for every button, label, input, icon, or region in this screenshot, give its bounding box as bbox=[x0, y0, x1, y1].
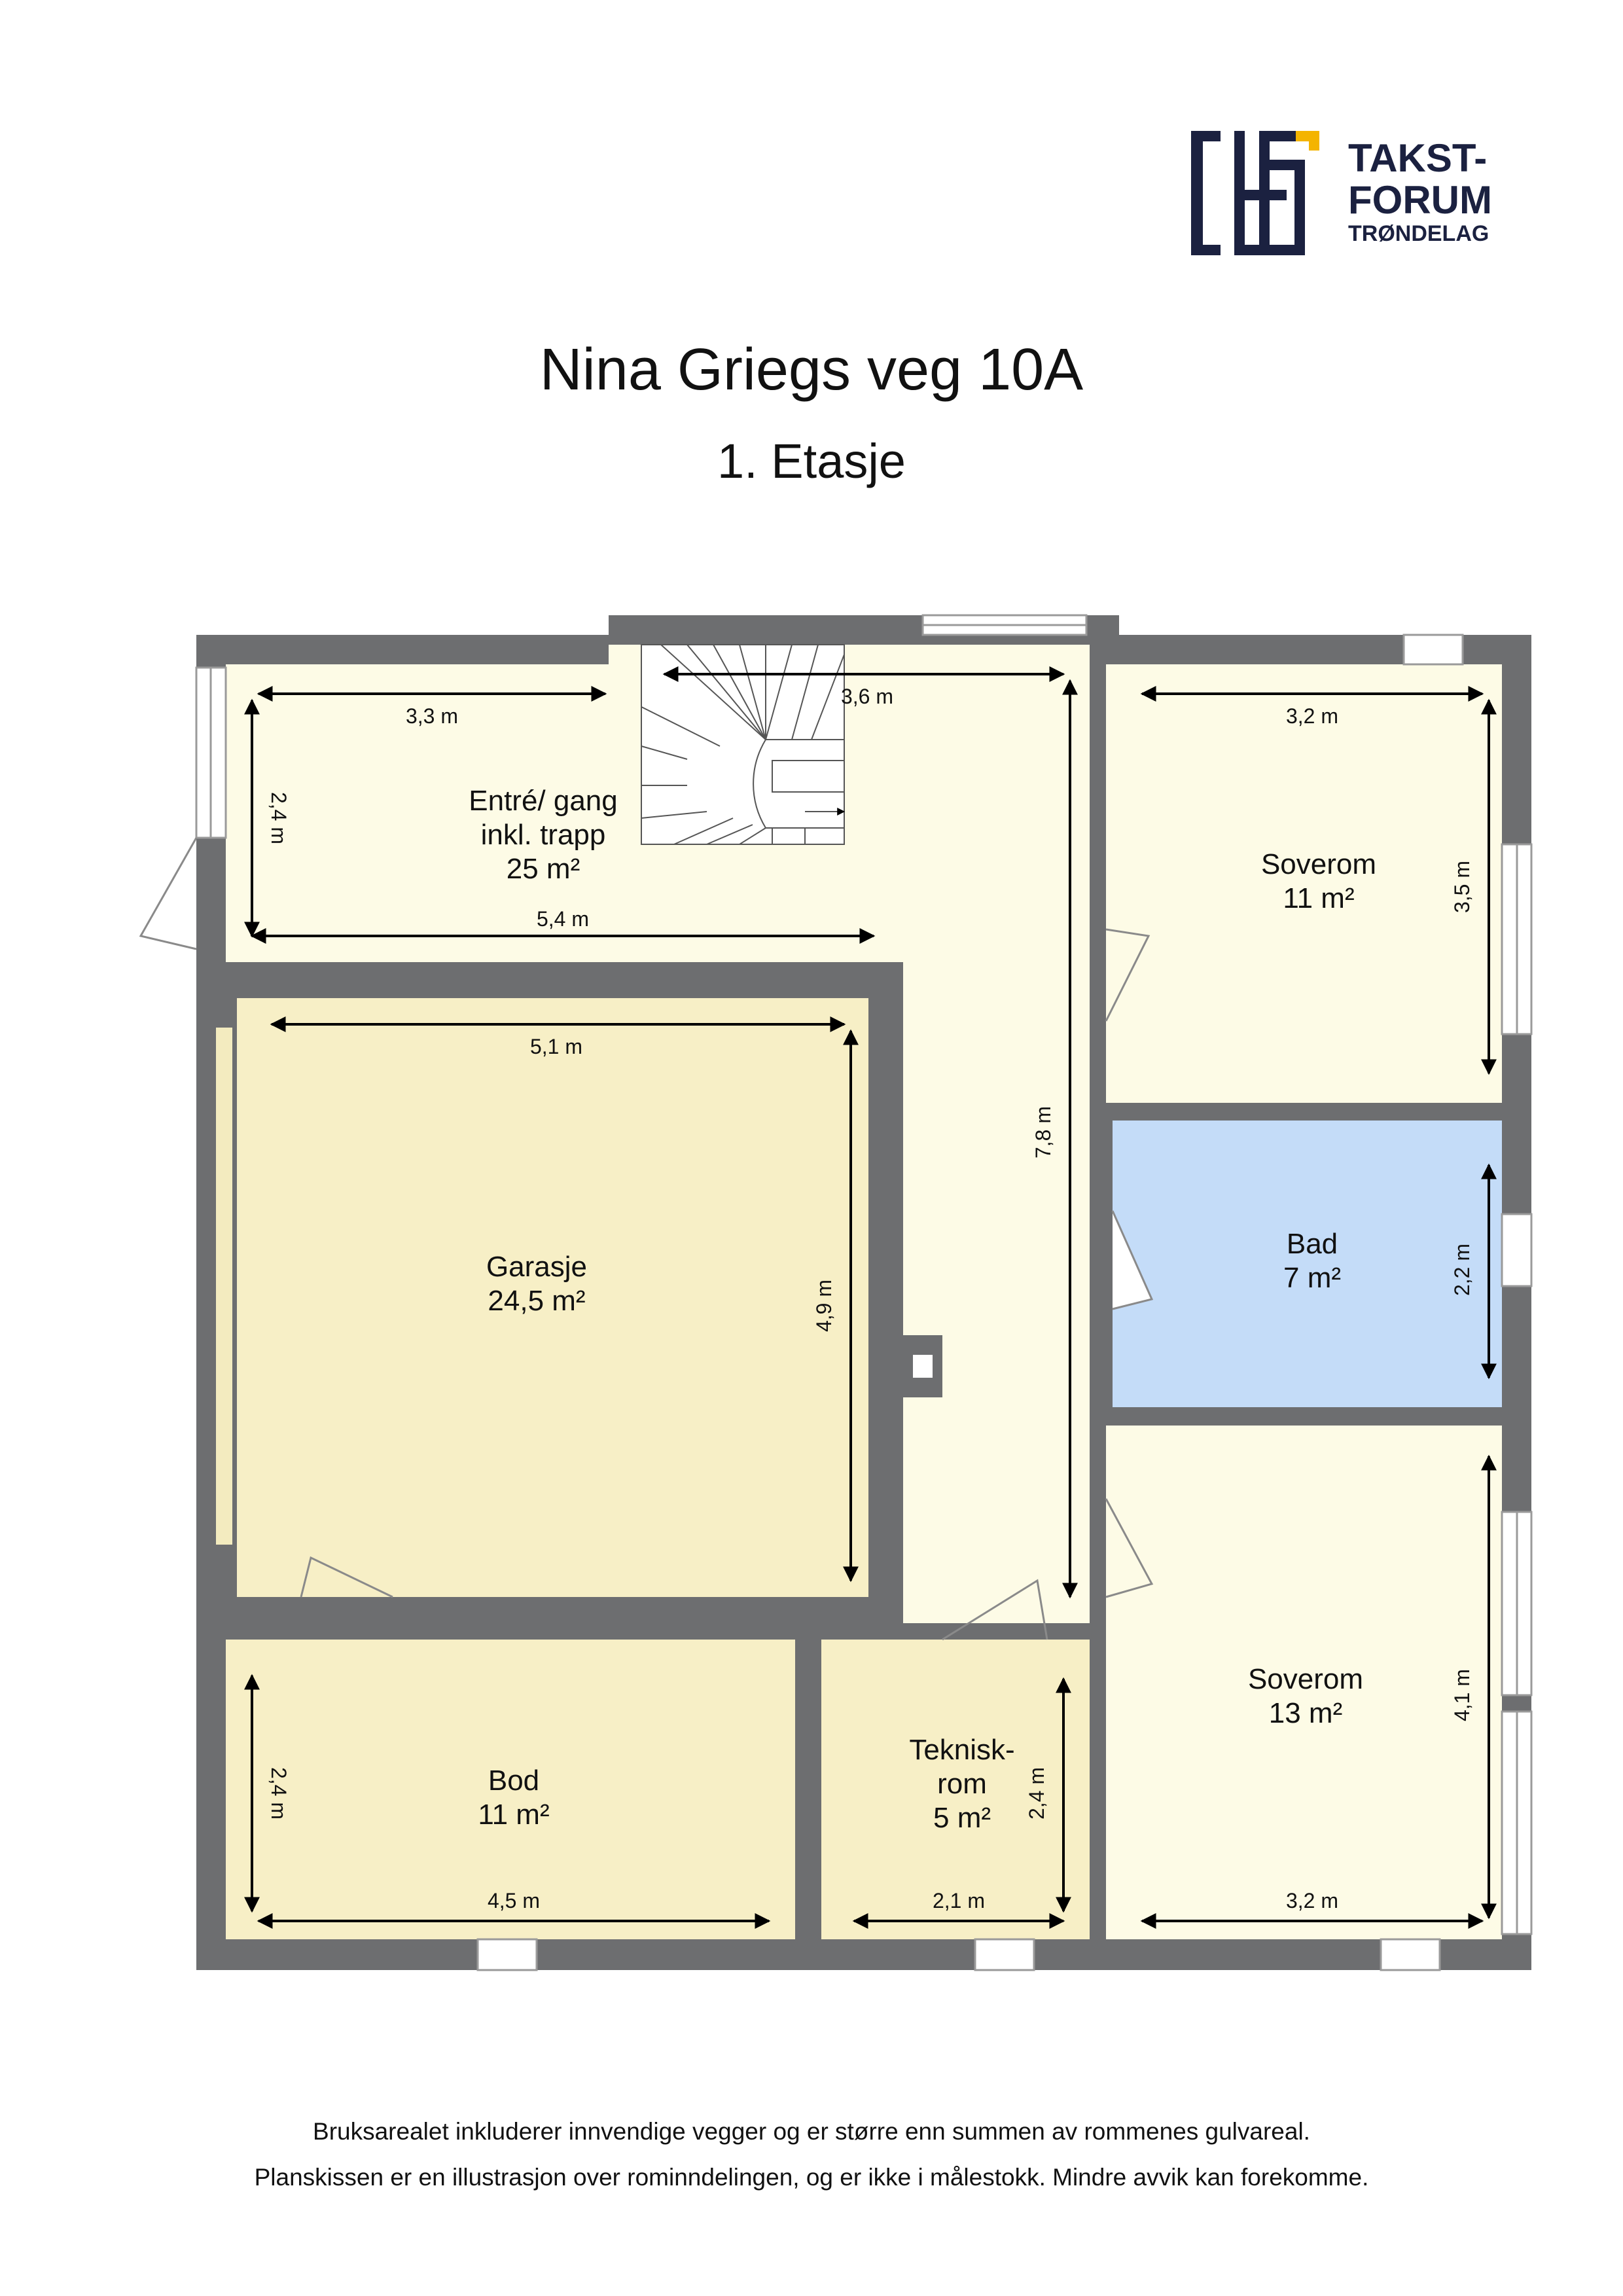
floor-soverom1 bbox=[1106, 664, 1502, 1103]
door-soverom2 bbox=[1105, 1498, 1154, 1598]
windows bbox=[195, 614, 1533, 1971]
logo-text-line1: TAKST- bbox=[1348, 136, 1488, 180]
label-soverom1-area: 11 m² bbox=[1283, 882, 1354, 914]
dim-entre-height: 2,4 m bbox=[267, 792, 291, 844]
logo-text-line3: TRØNDELAG bbox=[1348, 221, 1489, 246]
page-title: Nina Griegs veg 10A bbox=[539, 337, 1084, 403]
label-entre-area: 25 m² bbox=[507, 853, 580, 885]
room-floors bbox=[196, 645, 1502, 1939]
door-teknisk bbox=[942, 1579, 1048, 1641]
door-soverom1 bbox=[1105, 928, 1150, 1022]
dim-teknisk-height: 2,4 m bbox=[1025, 1767, 1048, 1820]
floor-soverom2 bbox=[1106, 1426, 1502, 1939]
window-bottom-bod bbox=[476, 1938, 538, 1971]
label-teknisk-area: 5 m² bbox=[933, 1802, 991, 1834]
floor-subtitle: 1. Etasje bbox=[717, 434, 906, 488]
dim-teknisk-width: 2,1 m bbox=[933, 1889, 985, 1912]
window-right-bad bbox=[1501, 1213, 1533, 1287]
dim-bod-height: 2,4 m bbox=[267, 1767, 291, 1820]
logo-text-line2: FORUM bbox=[1348, 178, 1492, 222]
footer: Bruksarealet inkluderer innvendige vegge… bbox=[0, 2109, 1623, 2200]
garage-door bbox=[216, 1028, 232, 1545]
label-entre-name-1: Entré/ gang bbox=[469, 785, 618, 817]
label-soverom2-name: Soverom bbox=[1248, 1663, 1363, 1695]
dimension-labels: 3,3 m 3,6 m 2,4 m 5,4 m 7,8 m 3,2 m 3,5 … bbox=[267, 685, 1474, 1912]
floor-garasje bbox=[237, 998, 868, 1597]
dim-stair-width: 3,6 m bbox=[841, 685, 893, 708]
dim-soverom2-width: 3,2 m bbox=[1286, 1889, 1338, 1912]
label-garasje-area: 24,5 m² bbox=[488, 1285, 585, 1317]
label-bod-area: 11 m² bbox=[478, 1799, 549, 1831]
interior-walls bbox=[226, 645, 1502, 1939]
window-top-soverom1 bbox=[1402, 634, 1464, 666]
label-bad-name: Bad bbox=[1287, 1228, 1338, 1260]
label-garasje-name: Garasje bbox=[486, 1251, 587, 1283]
label-soverom1-name: Soverom bbox=[1261, 848, 1376, 880]
logo-mark-icon bbox=[1191, 131, 1308, 255]
floor-bod bbox=[226, 1640, 795, 1939]
dim-entre-total: 5,4 m bbox=[537, 907, 589, 931]
chimney bbox=[903, 1335, 942, 1397]
floor-hall-lower bbox=[903, 962, 1090, 1623]
dim-hall-length: 7,8 m bbox=[1031, 1106, 1055, 1158]
takstforum-logo bbox=[1191, 131, 1319, 255]
door-front bbox=[139, 837, 198, 950]
logo-accent-icon bbox=[1296, 131, 1319, 151]
room-labels: Entré/ gang inkl. trapp 25 m² Soverom 11… bbox=[469, 785, 1376, 1834]
dim-bad-height: 2,2 m bbox=[1450, 1244, 1474, 1296]
dim-garasje-width: 5,1 m bbox=[530, 1035, 582, 1058]
floor-entre bbox=[226, 645, 1090, 1623]
label-soverom2-area: 13 m² bbox=[1269, 1697, 1342, 1729]
label-teknisk-name-2: rom bbox=[937, 1768, 987, 1800]
dimension-lines bbox=[244, 666, 1497, 1929]
label-bod-name: Bod bbox=[488, 1765, 539, 1797]
doors bbox=[139, 837, 1154, 1641]
label-teknisk-name-1: Teknisk- bbox=[909, 1734, 1014, 1766]
footer-line1: Bruksarealet inkluderer innvendige vegge… bbox=[313, 2118, 1310, 2145]
floor-bad bbox=[1113, 1121, 1502, 1407]
dim-soverom1-width: 3,2 m bbox=[1286, 704, 1338, 728]
door-garasje-bod bbox=[300, 1556, 393, 1598]
footer-line2: Planskissen er en illustrasjon over romi… bbox=[254, 2164, 1369, 2191]
label-entre-name-2: inkl. trapp bbox=[481, 819, 606, 851]
floor-teknisk bbox=[821, 1640, 1090, 1939]
dim-soverom2-height: 4,1 m bbox=[1450, 1669, 1474, 1721]
dim-soverom1-height: 3,5 m bbox=[1450, 861, 1474, 913]
dim-entre-width: 3,3 m bbox=[406, 704, 458, 728]
dim-garasje-height: 4,9 m bbox=[812, 1280, 836, 1332]
label-bad-area: 7 m² bbox=[1283, 1262, 1341, 1294]
header: Nina Griegs veg 10A 1. Etasje bbox=[0, 340, 1623, 486]
door-bad bbox=[1111, 1210, 1154, 1310]
window-bottom-teknisk bbox=[974, 1938, 1035, 1971]
dim-bod-width: 4,5 m bbox=[488, 1889, 540, 1912]
window-bottom-soverom2 bbox=[1380, 1938, 1441, 1971]
